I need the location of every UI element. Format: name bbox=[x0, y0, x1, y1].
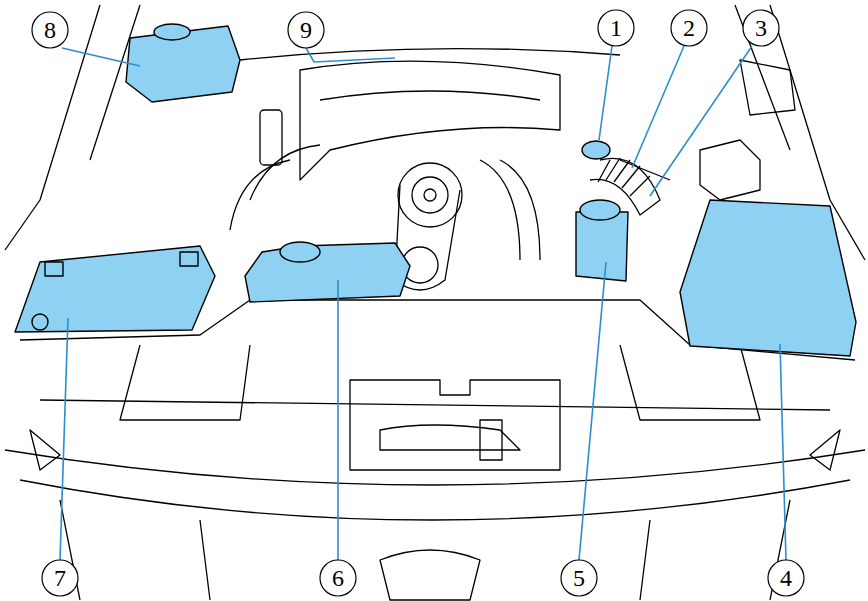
callout-number: 7 bbox=[43, 561, 77, 595]
callout-number: 9 bbox=[289, 13, 323, 47]
callout-number: 6 bbox=[321, 561, 355, 595]
callout-number: 1 bbox=[599, 11, 633, 45]
callout-number: 4 bbox=[769, 561, 803, 595]
callout-number: 2 bbox=[672, 11, 706, 45]
callout-number: 5 bbox=[562, 561, 596, 595]
callout-number: 3 bbox=[744, 11, 778, 45]
callout-number: 8 bbox=[33, 13, 67, 47]
